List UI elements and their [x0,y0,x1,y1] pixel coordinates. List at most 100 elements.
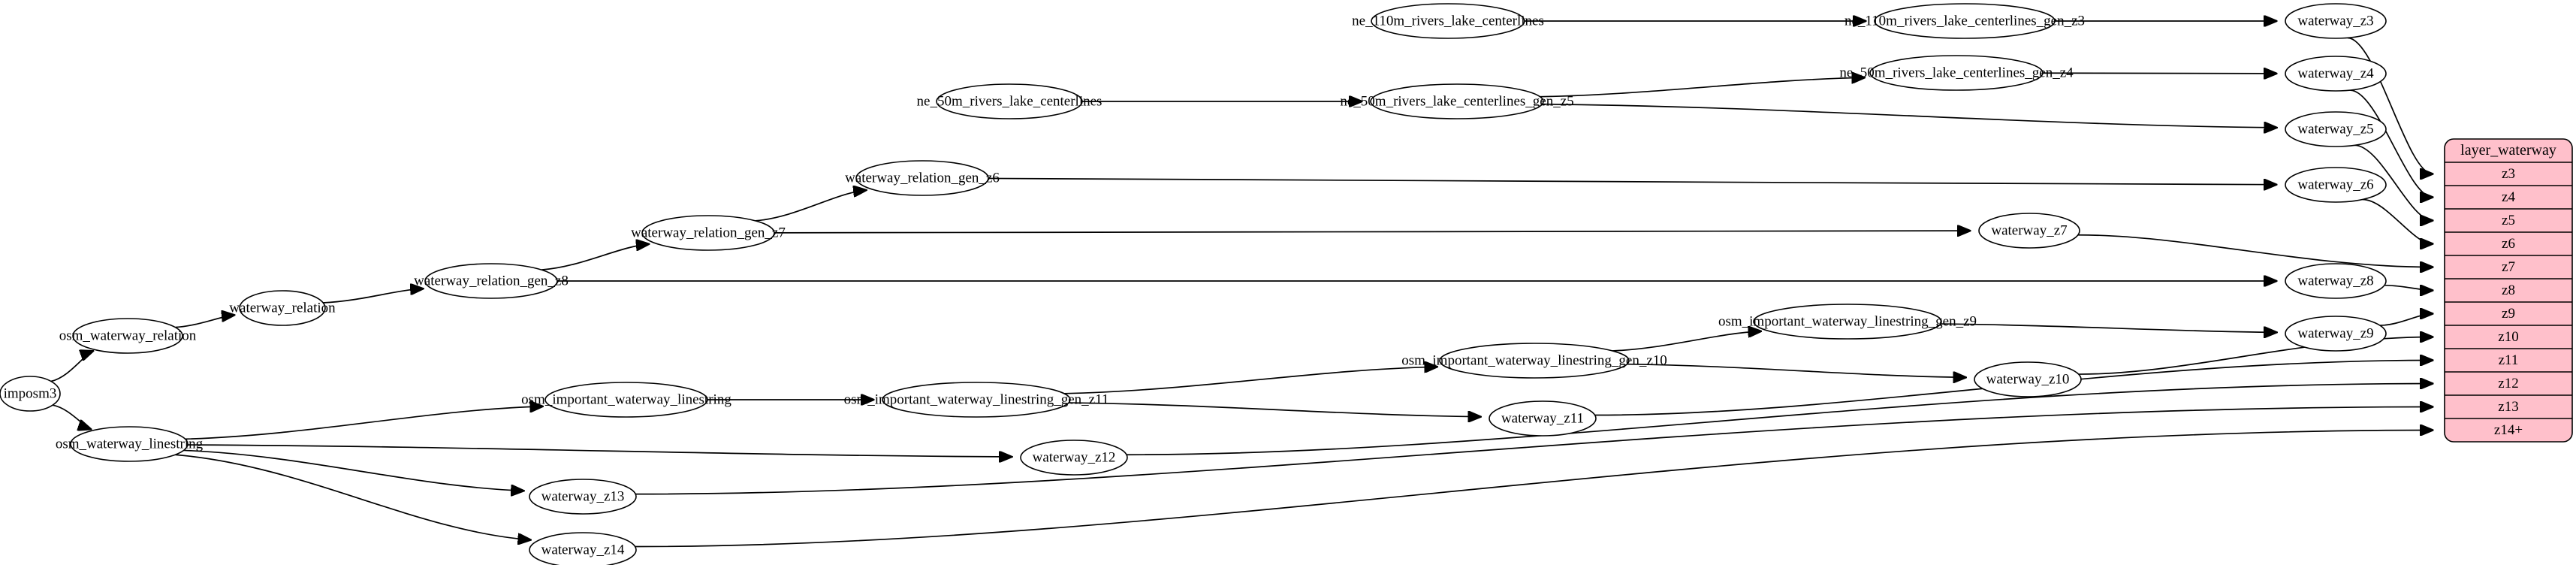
node-shape-ne_50m_rivers_lake_centerlines[interactable] [936,83,1083,119]
node-label-osm_important_waterway_linestring: osm_important_waterway_linestring [521,391,731,407]
node-shape-waterway_z8[interactable] [2285,263,2387,299]
edge-osm_important_waterway_linestring_gen_z11-to-waterway_z11 [1069,402,1480,417]
node-shape-waterway_relation_gen_z8[interactable] [424,263,558,299]
node-shape-waterway_z5[interactable] [2285,111,2387,147]
node-label-waterway_z8: waterway_z8 [2297,273,2373,289]
node-osm_important_waterway_linestring[interactable]: osm_important_waterway_linestring [521,382,731,418]
node-label-waterway_z9: waterway_z9 [2297,325,2373,341]
table-row-z6[interactable]: z6 [2502,236,2515,252]
node-waterway_z7[interactable]: waterway_z7 [1978,213,2080,249]
edges-layer [50,21,2433,548]
node-waterway_z5[interactable]: waterway_z5 [2285,111,2387,147]
node-waterway_z11[interactable]: waterway_z11 [1489,400,1597,437]
table-row-z7[interactable]: z7 [2502,259,2515,275]
node-label-waterway_z5: waterway_z5 [2297,121,2373,137]
node-shape-osm_waterway_relation[interactable] [72,318,183,354]
edge-waterway_relation_gen_z6-to-waterway_z6 [988,177,2276,184]
node-osm_important_waterway_linestring_gen_z11[interactable]: osm_important_waterway_linestring_gen_z1… [844,382,1109,418]
node-label-ne_50m_rivers_lake_centerlines: ne_50m_rivers_lake_centerlines [917,93,1102,109]
edge-waterway_z3-to-layer_waterway-z3 [2347,37,2433,174]
node-osm_important_waterway_linestring_gen_z9[interactable]: osm_important_waterway_linestring_gen_z9 [1718,304,1977,340]
node-waterway_z8[interactable]: waterway_z8 [2285,263,2387,299]
node-shape-waterway_z3[interactable] [2285,3,2387,39]
node-shape-waterway_z12[interactable] [1020,440,1128,476]
edge-waterway_z14-to-layer_waterway-z14- [635,431,2433,548]
node-ne_50m_rivers_lake_centerlines[interactable]: ne_50m_rivers_lake_centerlines [917,83,1102,119]
node-imposm3[interactable]: imposm3 [0,376,61,412]
node-label-ne_110m_rivers_lake_centerlines: ne_110m_rivers_lake_centerlines [1352,13,1544,29]
node-label-ne_50m_rivers_lake_centerlines_gen_z4: ne_50m_rivers_lake_centerlines_gen_z4 [1839,65,2074,80]
edge-osm_waterway_linestring-to-waterway_z14 [175,454,530,539]
node-label-waterway_relation_gen_z6: waterway_relation_gen_z6 [845,170,1000,186]
node-waterway_relation[interactable]: waterway_relation [229,290,336,326]
node-waterway_relation_gen_z6[interactable]: waterway_relation_gen_z6 [845,160,1000,196]
node-waterway_z9[interactable]: waterway_z9 [2285,316,2387,352]
table-row-z13[interactable]: z13 [2498,399,2518,415]
node-ne_50m_rivers_lake_centerlines_gen_z5[interactable]: ne_50m_rivers_lake_centerlines_gen_z5 [1340,83,1574,119]
node-shape-waterway_z7[interactable] [1978,213,2080,249]
node-label-waterway_z11: waterway_z11 [1501,410,1584,426]
table-row-z9[interactable]: z9 [2502,306,2515,322]
node-shape-ne_50m_rivers_lake_centerlines_gen_z5[interactable] [1370,83,1544,119]
node-label-waterway_z10: waterway_z10 [1986,371,2070,387]
node-label-waterway_z12: waterway_z12 [1033,449,1116,465]
table-row-z4[interactable]: z4 [2502,189,2515,205]
edge-ne_50m_rivers_lake_centerlines_gen_z4-to-waterway_z4 [2042,73,2276,74]
node-waterway_z3[interactable]: waterway_z3 [2285,3,2387,39]
node-waterway_z4[interactable]: waterway_z4 [2285,56,2387,92]
table-row-z12[interactable]: z12 [2498,376,2518,391]
node-shape-osm_important_waterway_linestring_gen_z9[interactable] [1753,304,1942,340]
node-ne_50m_rivers_lake_centerlines_gen_z4[interactable]: ne_50m_rivers_lake_centerlines_gen_z4 [1839,55,2074,91]
edge-osm_important_waterway_linestring_gen_z11-to-osm_important_waterway_linestring_gen_z10 [1063,367,1437,394]
node-shape-waterway_z9[interactable] [2285,316,2387,352]
node-shape-waterway_z14[interactable] [529,532,637,565]
node-shape-imposm3[interactable] [0,376,61,412]
node-waterway_z10[interactable]: waterway_z10 [1974,361,2082,397]
node-shape-ne_50m_rivers_lake_centerlines_gen_z4[interactable] [1869,55,2044,91]
node-shape-osm_important_waterway_linestring_gen_z10[interactable] [1439,343,1630,379]
node-shape-waterway_z10[interactable] [1974,361,2082,397]
node-shape-waterway_z11[interactable] [1489,400,1597,437]
node-shape-waterway_z13[interactable] [529,479,637,515]
node-label-waterway_relation_gen_z8: waterway_relation_gen_z8 [414,273,569,289]
edge-waterway_z7-to-layer_waterway-z7 [2077,234,2433,267]
node-shape-waterway_relation_gen_z7[interactable] [641,215,775,251]
node-waterway_z13[interactable]: waterway_z13 [529,479,637,515]
node-label-waterway_z3: waterway_z3 [2297,13,2373,29]
node-shape-waterway_z4[interactable] [2285,56,2387,92]
node-waterway_z12[interactable]: waterway_z12 [1020,440,1128,476]
node-shape-waterway_relation[interactable] [239,290,326,326]
table-row-z5[interactable]: z5 [2502,213,2515,228]
node-osm_waterway_linestring[interactable]: osm_waterway_linestring [56,426,204,462]
edge-osm_important_waterway_linestring_gen_z10-to-waterway_z10 [1627,363,1965,378]
table-row-z10[interactable]: z10 [2498,329,2518,345]
node-shape-waterway_z6[interactable] [2285,167,2387,203]
node-waterway_z6[interactable]: waterway_z6 [2285,167,2387,203]
edge-ne_50m_rivers_lake_centerlines_gen_z5-to-waterway_z5 [1542,103,2277,128]
node-shape-osm_important_waterway_linestring_gen_z11[interactable] [882,382,1071,418]
node-label-osm_important_waterway_linestring_gen_z10: osm_important_waterway_linestring_gen_z1… [1401,352,1667,368]
table-row-z3[interactable]: z3 [2502,166,2515,182]
edge-osm_important_waterway_linestring_gen_z9-to-waterway_z9 [1940,323,2276,332]
node-waterway_relation_gen_z8[interactable]: waterway_relation_gen_z8 [414,263,569,299]
node-shape-osm_waterway_linestring[interactable] [70,426,189,462]
node-waterway_relation_gen_z7[interactable]: waterway_relation_gen_z7 [631,215,786,251]
node-label-waterway_relation: waterway_relation [229,300,336,316]
edge-waterway_relation-to-waterway_relation_gen_z8 [323,289,423,304]
node-osm_waterway_relation[interactable]: osm_waterway_relation [59,318,197,354]
table-row-z14plus[interactable]: z14+ [2494,422,2523,438]
node-shape-ne_110m_rivers_lake_centerlines[interactable] [1371,3,1525,39]
node-ne_110m_rivers_lake_centerlines[interactable]: ne_110m_rivers_lake_centerlines [1352,3,1544,39]
table-row-z8[interactable]: z8 [2502,282,2515,298]
node-ne_110m_rivers_lake_centerlines_gen_z3[interactable]: ne_110m_rivers_lake_centerlines_gen_z3 [1845,3,2085,39]
node-osm_important_waterway_linestring_gen_z10[interactable]: osm_important_waterway_linestring_gen_z1… [1401,343,1667,379]
node-label-osm_waterway_linestring: osm_waterway_linestring [56,436,204,452]
node-shape-osm_important_waterway_linestring[interactable] [544,382,708,418]
node-label-waterway_z7: waterway_z7 [1991,222,2067,238]
edge-waterway_relation_gen_z7-to-waterway_z7 [774,231,1970,233]
node-shape-ne_110m_rivers_lake_centerlines_gen_z3[interactable] [1874,3,2056,39]
node-waterway_z14[interactable]: waterway_z14 [529,532,637,565]
node-shape-waterway_relation_gen_z6[interactable] [855,160,989,196]
table-row-z11[interactable]: z11 [2499,352,2519,368]
